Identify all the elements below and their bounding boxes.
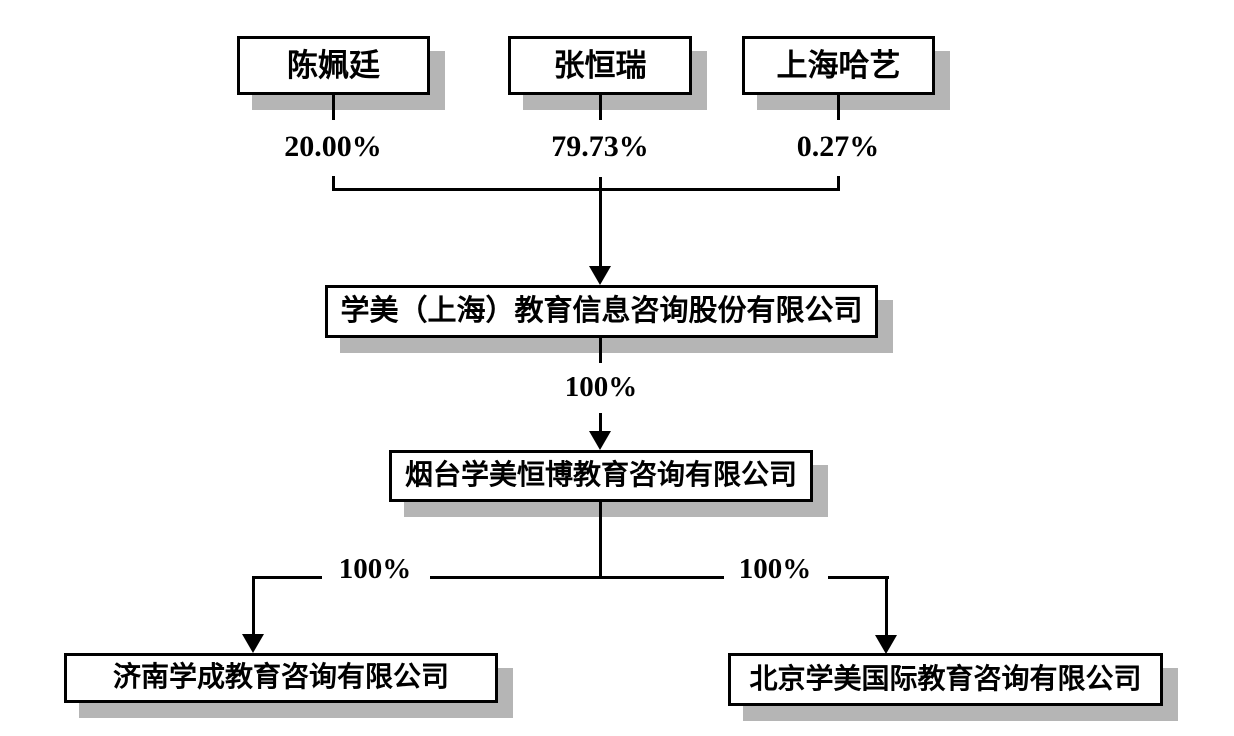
arrowhead-into-sub-subsidiary-1 [242,634,264,653]
connector-drop-left [252,576,255,635]
shareholder-2-label: 张恒瑞 [553,48,647,83]
node-subsidiary-company: 烟台学美恒博教育咨询有限公司 [389,450,813,502]
subsidiary-company-label: 烟台学美恒博教育咨询有限公司 [404,460,797,491]
node-sub-subsidiary-1: 济南学成教育咨询有限公司 [64,653,498,703]
shareholder-1-label: 陈姵廷 [287,48,380,83]
parent-company-label: 学美（上海）教育信息咨询股份有限公司 [340,295,863,327]
connector-parent-bottom-stub [599,338,602,363]
percent-shareholder-1: 20.00% [284,130,382,163]
connector-bracket-center-tick [599,177,602,191]
connector-branch-right-inner [599,576,724,579]
connector-bracket-horizontal [332,188,840,191]
connector-bracket-left-tick [332,176,335,191]
percent-parent-to-subsidiary: 100% [564,371,638,403]
node-shareholder-1: 陈姵廷 [237,36,430,95]
node-shareholder-3: 上海哈艺 [742,36,935,95]
connector-trunk-to-branch [599,502,602,579]
percent-sub-subsidiary-2: 100% [738,553,812,585]
arrowhead-into-sub-subsidiary-2 [875,635,897,654]
percent-sub-subsidiary-1: 100% [338,553,412,585]
percent-shareholder-2: 79.73% [551,130,649,163]
connector-trunk-to-parent [599,190,602,267]
node-shareholder-2: 张恒瑞 [508,36,692,95]
node-parent-company: 学美（上海）教育信息咨询股份有限公司 [325,285,878,338]
connector-branch-left-inner [430,576,602,579]
sub-subsidiary-2-label: 北京学美国际教育咨询有限公司 [749,663,1142,695]
percent-shareholder-3: 0.27% [796,130,880,163]
shareholder-3-label: 上海哈艺 [776,48,901,83]
connector-bracket-right-tick [837,176,840,191]
arrowhead-into-parent [589,266,611,285]
arrowhead-into-subsidiary [589,431,611,450]
connector-shareholder-2-stub [599,95,602,120]
connector-drop-right [885,576,888,636]
connector-shareholder-1-stub [332,95,335,120]
connector-branch-right-outer [828,576,889,579]
sub-subsidiary-1-label: 济南学成教育咨询有限公司 [112,662,449,693]
connector-branch-left-outer [252,576,322,579]
connector-shareholder-3-stub [837,95,840,120]
connector-to-subsidiary [599,413,602,433]
node-sub-subsidiary-2: 北京学美国际教育咨询有限公司 [728,653,1163,706]
